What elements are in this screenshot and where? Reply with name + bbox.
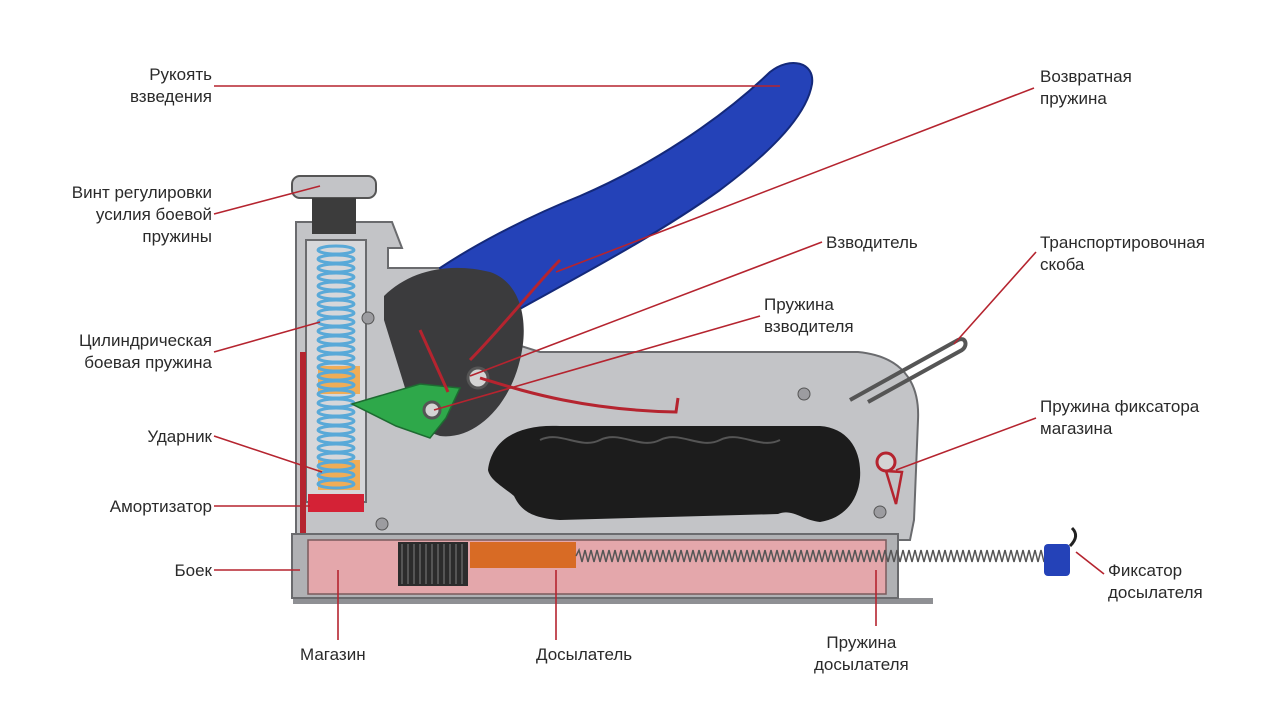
pivot-lever [422, 400, 442, 420]
blade-guide [300, 352, 306, 542]
return-spring-wire [418, 258, 680, 414]
leader-line-adjust-screw [213, 185, 321, 215]
leader-line-follower-lock [1075, 551, 1105, 575]
label-cocker: Взводитель [826, 233, 918, 252]
cocking-handle [438, 62, 814, 332]
label-blade: Боек [174, 561, 212, 580]
leader-line-main-spring [213, 321, 321, 353]
damper-block [308, 494, 364, 512]
leader-line-cocker-spring [433, 315, 761, 411]
pivot-main [466, 366, 490, 390]
main-spring-coil [316, 244, 356, 490]
rivet-4 [873, 505, 887, 519]
rivet-2 [375, 517, 389, 531]
follower-lock-knob [1044, 544, 1070, 576]
label-damper: Амортизатор [109, 497, 212, 516]
leader-line-return-spring [555, 87, 1035, 273]
grip-wave [539, 436, 781, 444]
spring-coil-turn [316, 478, 356, 490]
rivet-1 [361, 311, 375, 325]
follower-block [470, 542, 576, 568]
follower-lock-wire [1068, 526, 1078, 548]
label-striker: Ударник [147, 427, 212, 446]
magazine-channel [307, 539, 887, 595]
rivet-3 [797, 387, 811, 401]
leader-line-transport-bracket [953, 251, 1037, 345]
leader-lines [213, 85, 1105, 640]
base-plate [293, 598, 933, 604]
leader-line-magazine-lock-spring [895, 417, 1037, 471]
push-block-ribs [401, 544, 463, 584]
follower-spring-coil [575, 547, 1051, 563]
follower-spring-zigzag [575, 547, 1051, 563]
adjust-screw-neck [312, 198, 356, 234]
leader-line-cocker [469, 241, 823, 377]
label-magazine: Магазин [300, 645, 366, 664]
grip-opening [488, 425, 861, 522]
leader-line-striker [213, 435, 323, 473]
label-follower: Досылатель [536, 645, 633, 664]
magazine-lock-pivot [875, 451, 897, 473]
magazine-lock-spring-wire [884, 469, 904, 505]
cocker-lever [349, 383, 462, 439]
adjust-screw-head [291, 175, 377, 199]
